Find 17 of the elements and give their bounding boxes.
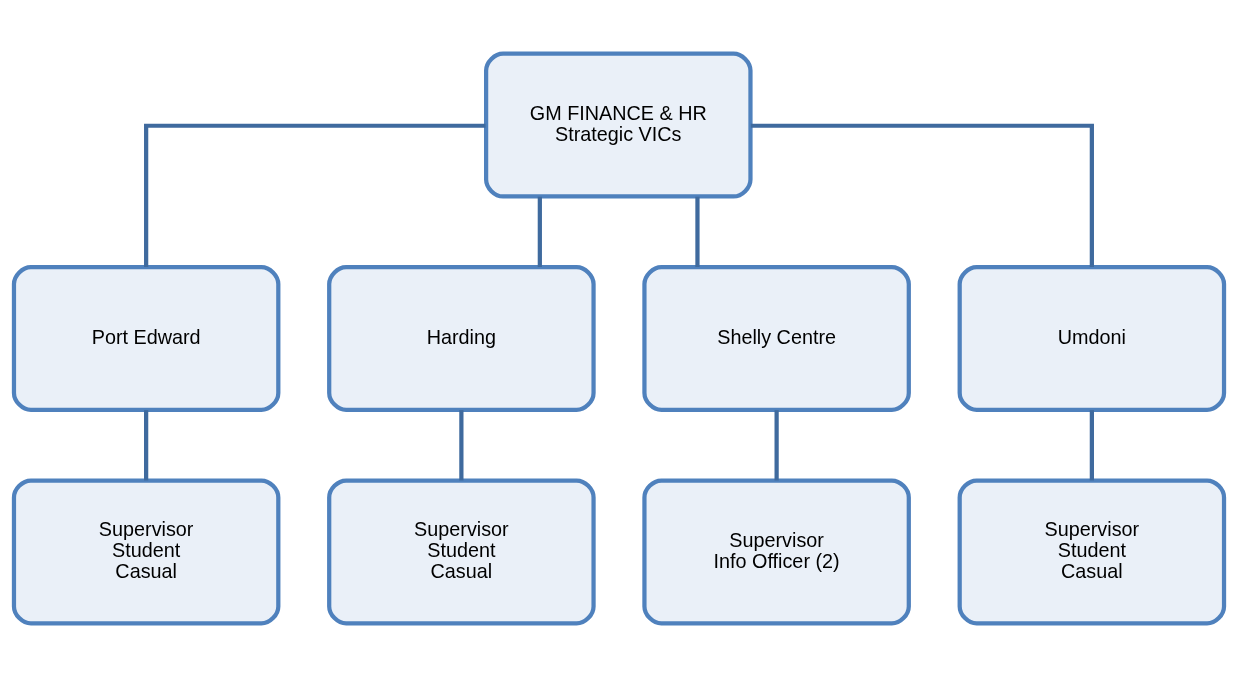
node-box: Supervisor Info Officer (2) (642, 478, 911, 626)
connector (695, 196, 700, 267)
connector (774, 410, 779, 481)
connector (1089, 410, 1094, 481)
node-box: Harding (327, 265, 596, 412)
connector (144, 410, 149, 481)
node-box: Shelly Centre (642, 265, 911, 412)
connector (750, 123, 1094, 268)
connector (459, 410, 464, 481)
node-box: Umdoni (957, 265, 1227, 412)
connector (144, 123, 486, 268)
node-box: Supervisor Student Casual (11, 478, 281, 626)
node-box: Supervisor Student Casual (327, 478, 596, 626)
connector (537, 196, 542, 267)
node-box: GM FINANCE & HR Strategic VICs (484, 51, 753, 199)
node-box: Supervisor Student Casual (957, 478, 1227, 626)
node-box: Port Edward (11, 265, 281, 412)
